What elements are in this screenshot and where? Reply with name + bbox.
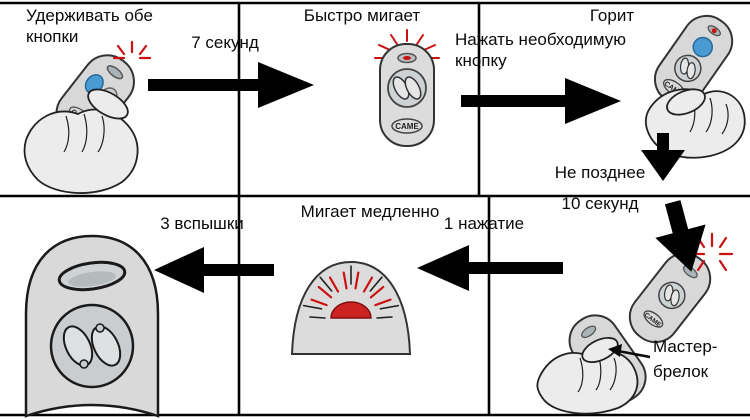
- brand-text: CAME: [395, 122, 419, 131]
- keyfob-slow-blink-illustration: [290, 260, 412, 355]
- thumb-icon: [666, 88, 706, 116]
- arrow-three-flashes-label: 3 вспышки: [160, 214, 244, 233]
- keyfob-fast-blink-illustration: CAME: [374, 29, 440, 147]
- hand-holding-fob-lit-illustration: CAME: [644, 14, 746, 159]
- upper-keyfob-icon: CAME: [628, 252, 712, 344]
- led-window-icon: [106, 65, 124, 80]
- arrow-down-to-master: [655, 200, 706, 272]
- step-slow-blink-label: Мигает медленно: [300, 202, 440, 221]
- button-right-icon: [404, 76, 422, 100]
- arrow-left-one-press: [417, 245, 563, 291]
- led-red-icon: [711, 28, 717, 34]
- flash-rays-red-icon: [310, 271, 392, 307]
- flash-rays-black-icon: [302, 265, 400, 319]
- red-led-dome-icon: [330, 301, 372, 319]
- step-hold-both-buttons-label: Удерживать обе кнопки: [26, 6, 153, 46]
- master-fob-label: Мастер-брелок: [653, 337, 718, 381]
- arrow-7-seconds-label: 7 секунд: [191, 33, 259, 52]
- step-lit-label: Горит: [589, 6, 635, 25]
- arrow-one-press-label: 1 нажатие: [443, 214, 525, 233]
- keyfob-large-top-view-illustration: [24, 234, 160, 418]
- button-ring-icon: [49, 303, 135, 389]
- arrow-left-three-flashes: [154, 247, 274, 293]
- hand-icon: [23, 108, 139, 194]
- thumb-icon: [87, 88, 129, 120]
- arrow-within-10-seconds-label: Не позднее 10 секунд: [554, 163, 646, 213]
- led-red-icon: [403, 56, 411, 60]
- hand-holding-fob-both-buttons-illustration: CAME: [23, 40, 152, 194]
- thumb-icon: [581, 336, 619, 364]
- keyfob-icon: CAME: [653, 14, 734, 106]
- master-pointer-arrow: [608, 344, 651, 359]
- arrow-right-press-button: [461, 78, 621, 124]
- arrow-right-7-seconds: [148, 62, 314, 108]
- flash-rays-icon: [690, 232, 734, 272]
- master-fob-hand-illustration: CAME CAME: [536, 232, 734, 415]
- step-fast-blink-label: Быстро мигает: [303, 6, 421, 25]
- arrow-down-small: [641, 133, 685, 181]
- blue-button-icon: [692, 36, 714, 58]
- flash-rays-icon: [112, 40, 152, 60]
- arrow-press-button-label: Нажать необходимую кнопку: [455, 30, 626, 70]
